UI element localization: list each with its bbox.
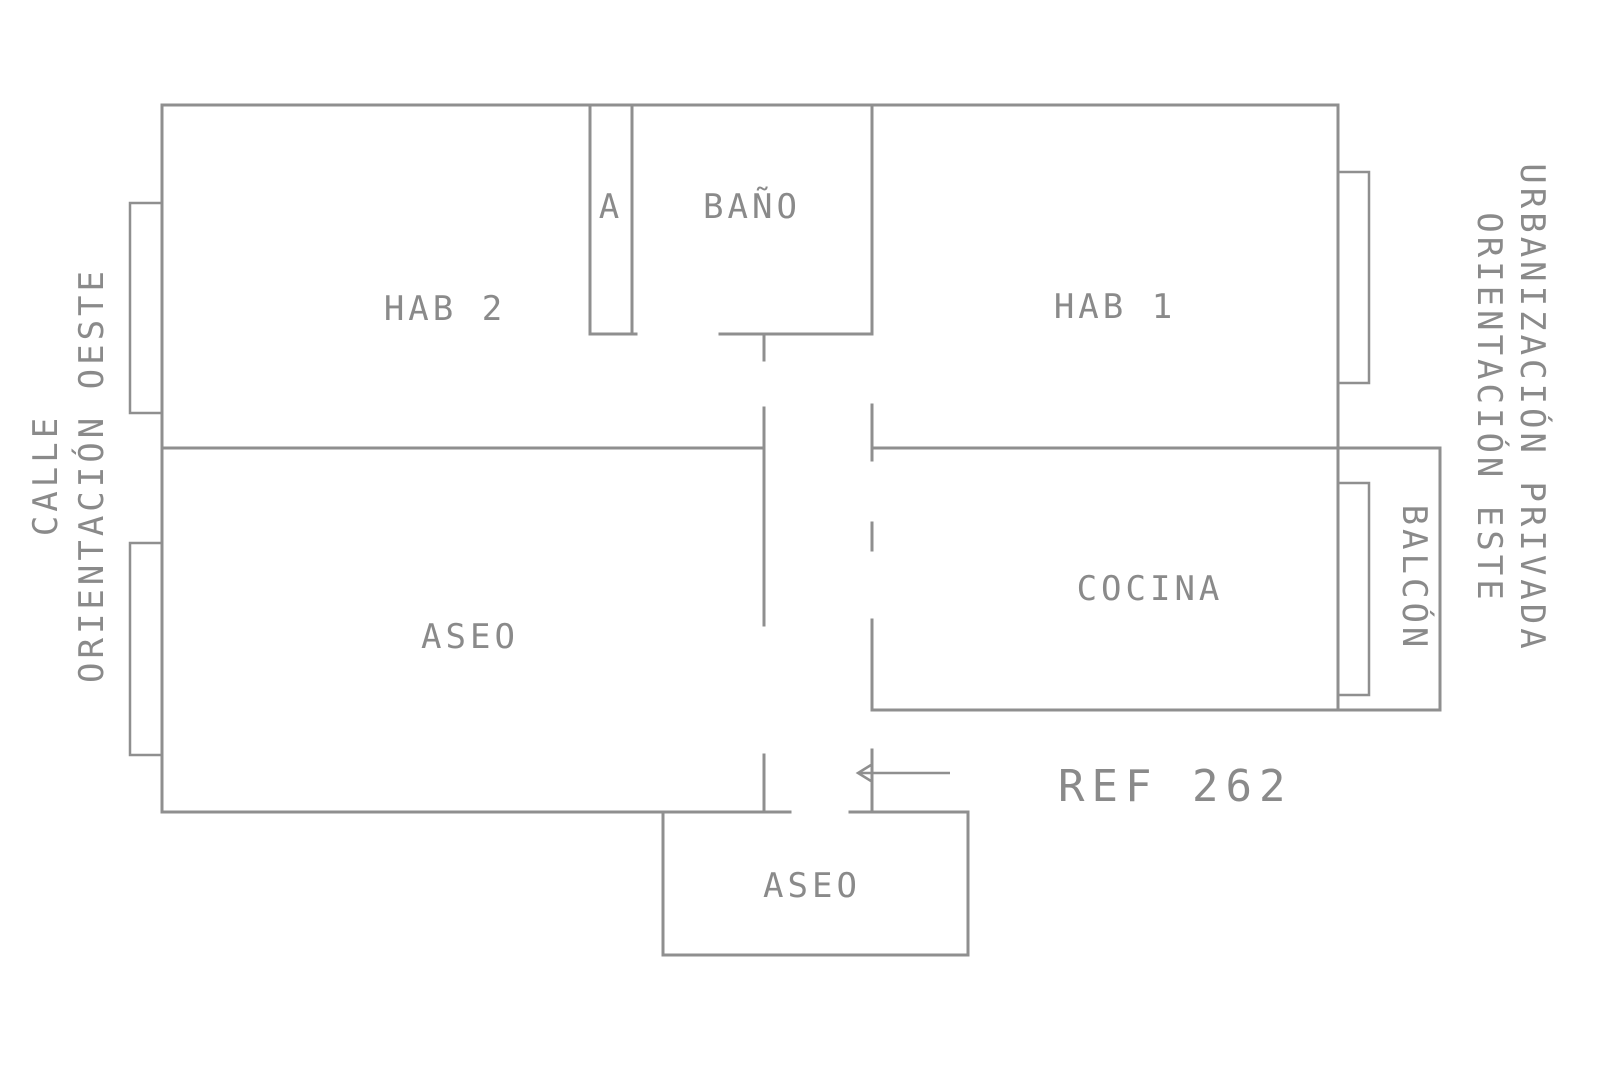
room-label-aseo-bottom: ASEO: [763, 866, 861, 906]
room-label-armario: A: [599, 187, 623, 227]
room-label-balcon: BALCÓN: [1394, 505, 1435, 652]
room-label-aseo-left: ASEO: [421, 617, 519, 657]
room-label-hab1: HAB 1: [1054, 287, 1176, 327]
room-label-cocina: COCINA: [1077, 569, 1224, 609]
outer-walls: [160, 103, 1340, 814]
orientation-west-line1: CALLE: [26, 414, 66, 536]
interior-walls: [160, 103, 1442, 957]
reference-label: REF 262: [1058, 761, 1292, 812]
windows: [128, 170, 1371, 757]
orientation-east-line2: ORIENTACIÓN ESTE: [1469, 212, 1510, 604]
room-label-bano: BAÑO: [703, 187, 801, 227]
orientation-east-line1: URBANIZACIÓN PRIVADA: [1512, 163, 1553, 652]
room-label-hab2: HAB 2: [384, 289, 506, 329]
entrance-arrow-icon: [855, 763, 950, 783]
orientation-west-line2: ORIENTACIÓN OESTE: [71, 267, 112, 683]
